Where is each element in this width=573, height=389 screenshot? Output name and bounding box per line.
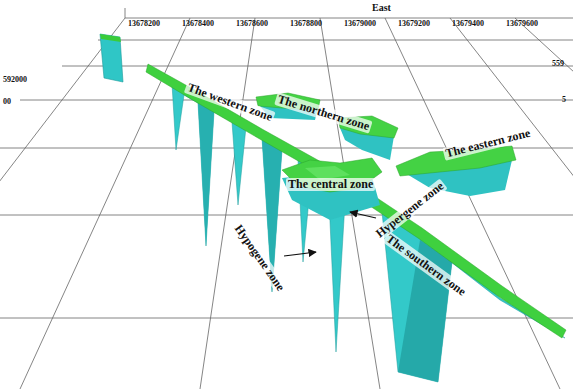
axis-tick-label: 13679200 [398,20,430,29]
zone-label: Hypergene zone [372,178,448,242]
axis-tick-label: 559 [552,60,564,69]
zone-label: The western zone [184,80,276,124]
axis-tick-label: 13678400 [182,20,214,29]
axis-tick-label: 13678800 [290,20,322,29]
axis-tick-label: 13679000 [344,20,376,29]
axis-tick-label: 5 [562,96,566,105]
axis-tick-label: 592000 [3,76,27,85]
perspective-grid [0,8,573,389]
zone-label: The northern zone [274,92,373,134]
ore-bodies [100,34,566,382]
zone-label: The southern zone [382,231,470,300]
axis-title: East [372,2,391,13]
zone-label: The central zone [286,178,375,191]
axis-tick-label: 13679400 [452,20,484,29]
zone-label: Hypogene zone [231,221,289,295]
axis-tick-label: 00 [3,98,11,107]
axis-tick-label: 13679600 [506,20,538,29]
zone-label: The eastern zone [442,126,533,161]
leader-arrows [284,212,376,256]
axis-tick-label: 13678600 [236,20,268,29]
axis-tick-label: 13678200 [128,20,160,29]
